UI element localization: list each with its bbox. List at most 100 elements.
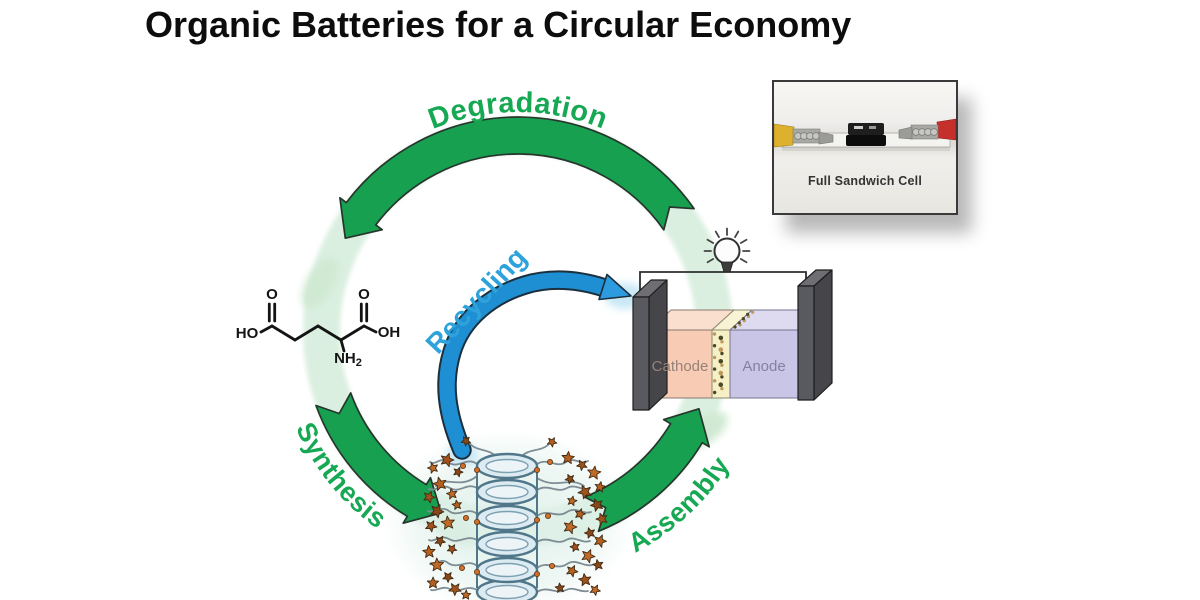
separator-dot <box>720 386 724 391</box>
separator-dot <box>718 347 724 352</box>
bead <box>462 515 469 522</box>
molecule-o-right-label: O <box>358 286 370 303</box>
slide-title: Organic Batteries for a Circular Economy <box>145 4 852 45</box>
separator-dot <box>720 375 724 379</box>
star-icon <box>584 527 595 539</box>
separator-dot <box>718 359 724 364</box>
right-plate-front <box>797 285 815 401</box>
bead <box>549 563 556 570</box>
polymer-chain <box>428 536 478 542</box>
slide-shadow <box>782 147 950 151</box>
bead <box>534 466 541 473</box>
cycle-arrows <box>315 116 711 533</box>
anode-front <box>729 329 799 399</box>
star-icon <box>566 565 579 578</box>
bead <box>534 517 541 524</box>
molecule-oh-label: OH <box>378 324 401 341</box>
separator-dot <box>712 367 717 371</box>
star-icon <box>446 488 458 500</box>
star-icon <box>546 437 558 448</box>
bulb-ray <box>706 258 715 264</box>
separator-dot <box>741 317 746 321</box>
separator-dot <box>718 370 724 376</box>
glow-degradation-tip <box>302 257 338 309</box>
full-sandwich-cell-photo: Full Sandwich Cell <box>772 80 958 215</box>
bead <box>545 513 552 520</box>
coil-ring-inner <box>485 510 529 526</box>
bead <box>473 519 480 526</box>
star-icon <box>574 508 586 520</box>
star-icon <box>592 559 604 571</box>
star-icon <box>594 481 606 493</box>
star-icon <box>578 573 592 587</box>
assembly-coil <box>422 436 608 600</box>
star-icon <box>594 534 607 548</box>
molecule-o-left-label: O <box>266 286 278 303</box>
star-icon <box>453 466 464 478</box>
star-icon <box>427 462 438 474</box>
star-icon <box>567 495 578 507</box>
bead <box>473 569 480 576</box>
separator-dot <box>751 310 755 314</box>
star-icon <box>451 499 462 510</box>
star-icon <box>429 557 445 572</box>
coil-ring-inner <box>485 536 529 552</box>
right-plate-side <box>813 269 833 401</box>
polymer-chain <box>536 561 593 569</box>
photo-caption: Full Sandwich Cell <box>807 174 923 188</box>
star-icon <box>561 451 575 465</box>
star-icon <box>446 544 458 555</box>
separator-dot <box>712 390 717 395</box>
separator-dot <box>720 340 724 344</box>
polymer-chain <box>536 508 592 517</box>
red-clip <box>898 118 956 141</box>
molecule-ho-label: HO <box>236 325 259 342</box>
coil-ring-inner <box>485 458 529 474</box>
star-icon <box>581 549 596 564</box>
star-icon <box>577 485 592 500</box>
star-icon <box>440 515 455 530</box>
bulb-ray <box>714 230 720 239</box>
separator-dot <box>712 379 717 383</box>
molecule-glutamic-acid <box>259 302 378 353</box>
star-icon <box>434 535 446 547</box>
electrode-stack <box>846 123 886 146</box>
yellow-clip <box>774 123 834 148</box>
cathode-label: Cathode <box>652 358 709 375</box>
bead <box>473 466 480 473</box>
star-icon <box>425 520 438 533</box>
recycling-arrow <box>437 270 645 467</box>
light-bulb <box>703 227 751 273</box>
separator-dot <box>720 351 724 356</box>
bulb-ray <box>739 238 748 244</box>
recycling-arrowhead <box>598 273 632 301</box>
degradation-arrow <box>339 116 695 240</box>
separator-dot <box>746 312 750 316</box>
star-icon <box>460 436 472 447</box>
bulb-ray <box>706 238 715 244</box>
star-icon <box>448 583 462 596</box>
bead <box>534 571 541 578</box>
coil-ring-inner <box>485 562 529 578</box>
star-icon <box>576 459 588 471</box>
coil-ring-inner <box>485 484 529 500</box>
molecule-nh2-label: NH2 <box>334 350 362 369</box>
coil-ring-inner <box>485 584 529 600</box>
star-icon <box>422 545 436 558</box>
bead <box>547 458 554 465</box>
star-icon <box>430 504 445 519</box>
separator-dot <box>712 355 717 360</box>
bulb-ray <box>739 258 748 264</box>
star-icon <box>589 584 601 596</box>
separator-dot <box>712 344 717 348</box>
separator-dot <box>720 363 724 367</box>
separator-dots <box>712 310 755 395</box>
bulb-ray <box>734 230 740 239</box>
polymer-chain <box>428 485 478 491</box>
separator-dot <box>737 321 741 325</box>
star-icon <box>587 465 602 480</box>
bead <box>458 565 465 572</box>
star-icon <box>440 452 455 468</box>
separator-dot <box>733 325 737 329</box>
